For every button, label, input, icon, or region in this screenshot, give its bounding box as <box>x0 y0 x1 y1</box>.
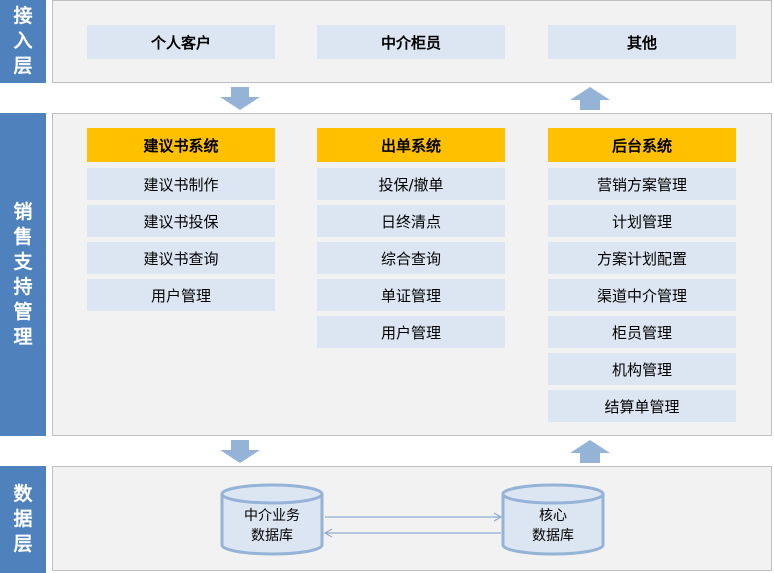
access-layer-label: 接入层 <box>0 0 46 83</box>
sales-support-layer-label: 销售支持管理 <box>0 113 46 436</box>
access-item-agency-teller: 中介柜员 <box>317 25 505 59</box>
access-item-individual-customer: 个人客户 <box>87 25 275 59</box>
backoffice-item: 计划管理 <box>548 205 736 237</box>
system-header-issuance: 出单系统 <box>317 128 505 162</box>
issuance-item: 用户管理 <box>317 316 505 348</box>
backoffice-item: 营销方案管理 <box>548 168 736 200</box>
database-label-line: 中介业务 <box>244 508 300 524</box>
proposal-item: 用户管理 <box>87 279 275 311</box>
issuance-item: 投保/撤单 <box>317 168 505 200</box>
up-arrow-icon <box>570 87 610 110</box>
system-header-backoffice: 后台系统 <box>548 128 736 162</box>
database-label-line: 数据库 <box>251 528 293 544</box>
issuance-item: 单证管理 <box>317 279 505 311</box>
data-layer-label: 数据层 <box>0 466 46 573</box>
database-label-agency: 中介业务 数据库 <box>222 506 322 546</box>
backoffice-item: 渠道中介管理 <box>548 279 736 311</box>
down-arrow-icon <box>220 87 260 110</box>
database-label-core: 核心 数据库 <box>503 506 603 546</box>
up-arrow-icon <box>570 440 610 463</box>
issuance-item: 日终清点 <box>317 205 505 237</box>
database-cylinder-agency <box>220 483 324 556</box>
database-label-line: 数据库 <box>532 528 574 544</box>
database-cylinder-core <box>501 483 605 556</box>
proposal-item: 建议书投保 <box>87 205 275 237</box>
database-label-line: 核心 <box>539 508 567 524</box>
data-layer-panel <box>52 466 772 571</box>
backoffice-item: 机构管理 <box>548 353 736 385</box>
backoffice-item: 方案计划配置 <box>548 242 736 274</box>
db-arrow-left <box>323 528 501 538</box>
access-item-other: 其他 <box>548 25 736 59</box>
system-header-proposal: 建议书系统 <box>87 128 275 162</box>
proposal-item: 建议书查询 <box>87 242 275 274</box>
backoffice-item: 结算单管理 <box>548 390 736 422</box>
issuance-item: 综合查询 <box>317 242 505 274</box>
db-arrow-right <box>325 512 503 522</box>
down-arrow-icon <box>220 440 260 463</box>
proposal-item: 建议书制作 <box>87 168 275 200</box>
backoffice-item: 柜员管理 <box>548 316 736 348</box>
